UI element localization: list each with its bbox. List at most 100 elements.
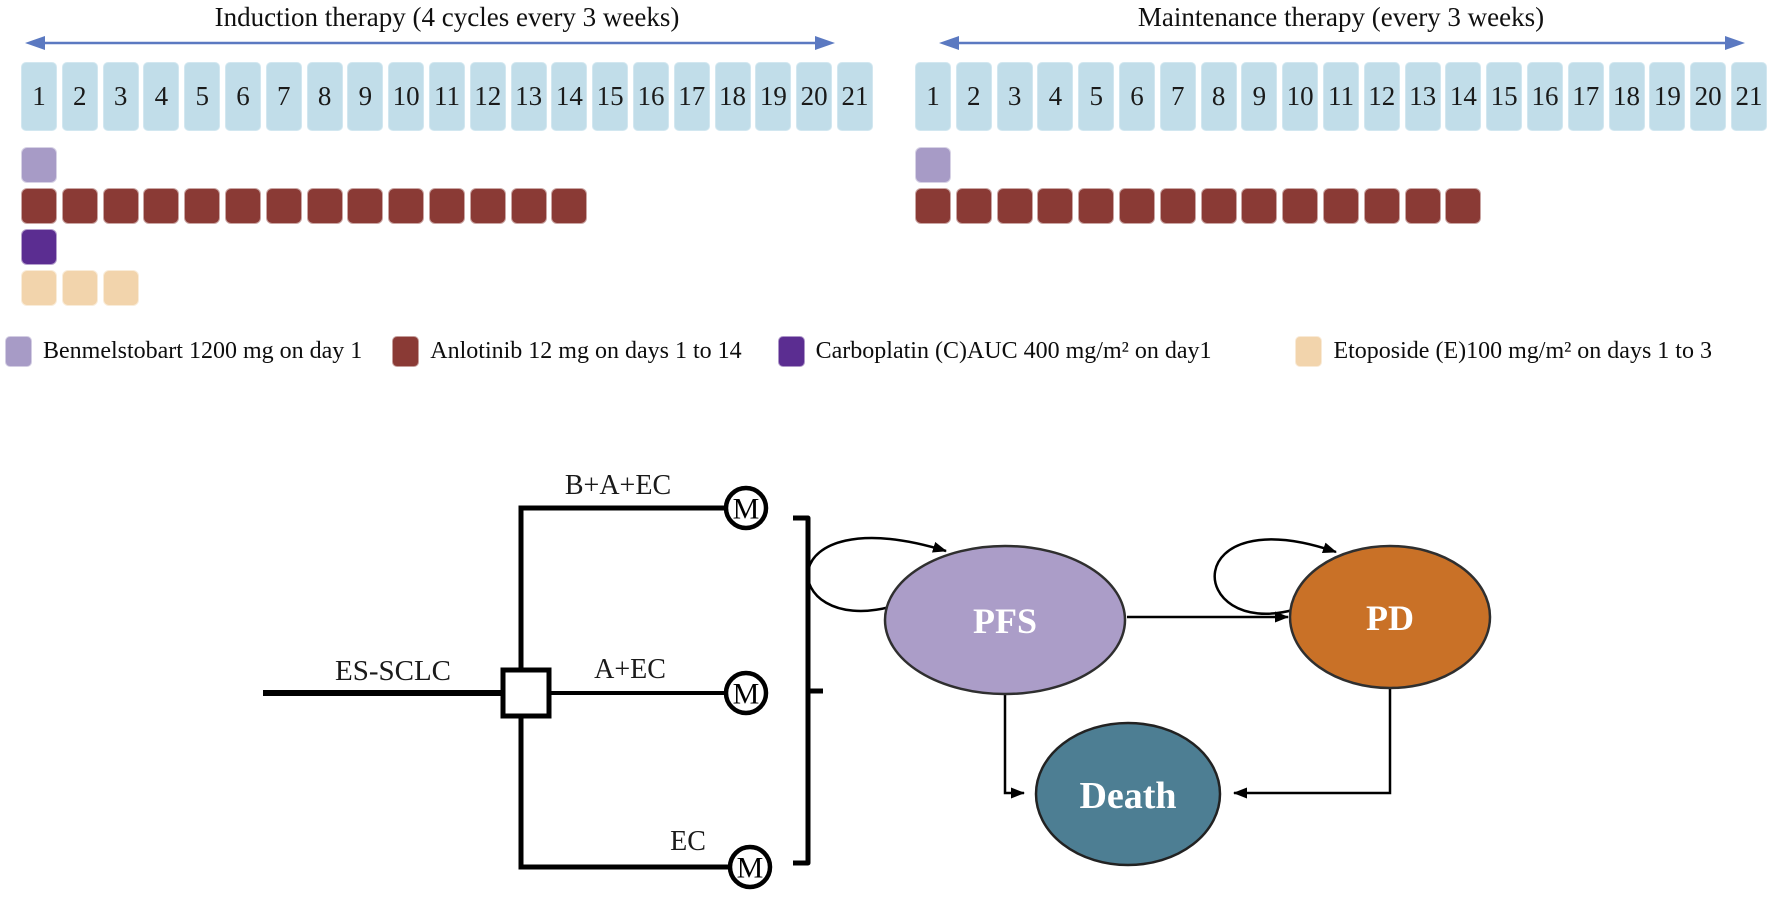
etoposide-schedule-row — [21, 270, 873, 306]
carboplatin-swatch-icon — [777, 336, 805, 367]
day-cell: 21 — [1730, 62, 1767, 131]
benmelstobart-day-box — [915, 147, 951, 183]
anlotinib-day-box — [388, 188, 425, 224]
carboplatin-schedule-row — [21, 229, 873, 265]
anlotinib-day-box — [510, 188, 547, 224]
day-cell: 7 — [1159, 62, 1196, 131]
branch-label-ec: EC — [670, 826, 706, 857]
day-cell: 14 — [1445, 62, 1482, 131]
anlotinib-day-box — [1078, 188, 1115, 224]
anlotinib-schedule-row — [21, 188, 873, 224]
decision-tree-markov-diagram: ES-SCLC B+A+EC A+EC EC M M M PFS PD Deat… — [263, 470, 1492, 890]
arrow-left-head-icon — [939, 36, 959, 50]
day-cell: 1 — [21, 62, 57, 131]
induction-panel: Induction therapy (4 cycles every 3 week… — [21, 0, 873, 310]
day-cell: 4 — [1037, 62, 1074, 131]
day-cell: 3 — [102, 62, 139, 131]
arrow-right-head-icon — [1725, 36, 1745, 50]
day-cell: 6 — [1118, 62, 1155, 131]
day-cell: 10 — [1282, 62, 1319, 131]
day-cell: 15 — [1486, 62, 1523, 131]
markov-node-circle — [727, 844, 773, 890]
day-cell: 8 — [1200, 62, 1237, 131]
anlotinib-day-box — [265, 188, 302, 224]
day-cell: 21 — [836, 62, 873, 131]
benmelstobart-swatch-icon — [5, 336, 32, 367]
day-cell: 11 — [1322, 62, 1359, 131]
etoposide-day-box — [102, 270, 139, 306]
death-state-label: Death — [1079, 775, 1176, 817]
day-cell: 12 — [1363, 62, 1400, 131]
legend-label: Etoposide (E)100 mg/m² on days 1 to 3 — [1333, 338, 1712, 364]
day-cell: 6 — [224, 62, 261, 131]
day-cell: 2 — [955, 62, 992, 131]
day-cell: 13 — [510, 62, 547, 131]
day-cell: 16 — [632, 62, 669, 131]
markov-node-label: M — [737, 852, 764, 885]
anlotinib-swatch-icon — [392, 336, 420, 367]
pd-to-death-arrow — [1233, 688, 1392, 799]
carboplatin-day-box — [21, 229, 57, 265]
anlotinib-day-box — [1037, 188, 1074, 224]
legend-item-benmelstobart: Benmelstobart 1200 mg on day 1 — [5, 336, 362, 367]
day-cell: 1 — [915, 62, 951, 131]
branch-label-a-ec: A+EC — [594, 654, 666, 685]
day-cell: 19 — [1649, 62, 1686, 131]
pd-state-label: PD — [1366, 598, 1414, 638]
anlotinib-day-box — [1200, 188, 1237, 224]
day-cell: 19 — [755, 62, 792, 131]
benmelstobart-day-box — [21, 147, 57, 183]
anlotinib-day-box — [915, 188, 951, 224]
markov-node-circle — [723, 670, 769, 716]
legend-item-carboplatin: Carboplatin (C)AUC 400 mg/m² on day1 — [777, 336, 1211, 367]
pfs-state-ellipse — [883, 544, 1127, 696]
etoposide-swatch-icon — [1295, 336, 1323, 367]
anlotinib-day-box — [102, 188, 139, 224]
anlotinib-day-box — [469, 188, 506, 224]
anlotinib-day-box — [1322, 188, 1359, 224]
anlotinib-day-box — [551, 188, 588, 224]
pd-self-loop-arrow — [1213, 538, 1337, 615]
day-cell: 15 — [592, 62, 629, 131]
benmelstobart-schedule-row — [915, 147, 1767, 183]
day-cell: 20 — [1690, 62, 1727, 131]
benmelstobart-schedule-row — [21, 147, 873, 183]
day-cell: 18 — [714, 62, 751, 131]
legend-label: Benmelstobart 1200 mg on day 1 — [43, 338, 363, 364]
pfs-self-loop-arrow — [806, 536, 947, 613]
anlotinib-day-box — [1159, 188, 1196, 224]
anlotinib-day-box — [21, 188, 57, 224]
tree-branch-lines — [518, 505, 729, 870]
anlotinib-day-box — [996, 188, 1033, 224]
maintenance-span-arrow — [939, 36, 1745, 50]
anlotinib-day-box — [955, 188, 992, 224]
anlotinib-day-box — [347, 188, 384, 224]
anlotinib-day-box — [184, 188, 221, 224]
day-cell: 2 — [61, 62, 98, 131]
markov-node-circle — [723, 485, 769, 531]
branch-label-b-a-ec: B+A+EC — [565, 470, 671, 501]
day-cell: 10 — [388, 62, 425, 131]
pfs-to-death-arrow — [1003, 694, 1025, 799]
arrow-right-head-icon — [815, 36, 835, 50]
arrow-left-head-icon — [25, 36, 45, 50]
anlotinib-day-box — [224, 188, 261, 224]
anlotinib-day-box — [61, 188, 98, 224]
day-cell: 5 — [184, 62, 221, 131]
day-cell: 20 — [796, 62, 833, 131]
day-cell: 17 — [1567, 62, 1604, 131]
legend-item-etoposide: Etoposide (E)100 mg/m² on days 1 to 3 — [1295, 336, 1712, 367]
legend-item-anlotinib: Anlotinib 12 mg on days 1 to 14 — [392, 336, 742, 367]
anlotinib-day-box — [1363, 188, 1400, 224]
day-cell: 3 — [996, 62, 1033, 131]
bracket — [793, 515, 811, 866]
pfs-state-label: PFS — [973, 601, 1037, 641]
day-cell: 9 — [1241, 62, 1278, 131]
induction-span-arrow — [25, 36, 835, 50]
death-state-ellipse — [1034, 721, 1222, 867]
tree-root-label: ES-SCLC — [335, 655, 451, 687]
day-cell: 17 — [673, 62, 710, 131]
